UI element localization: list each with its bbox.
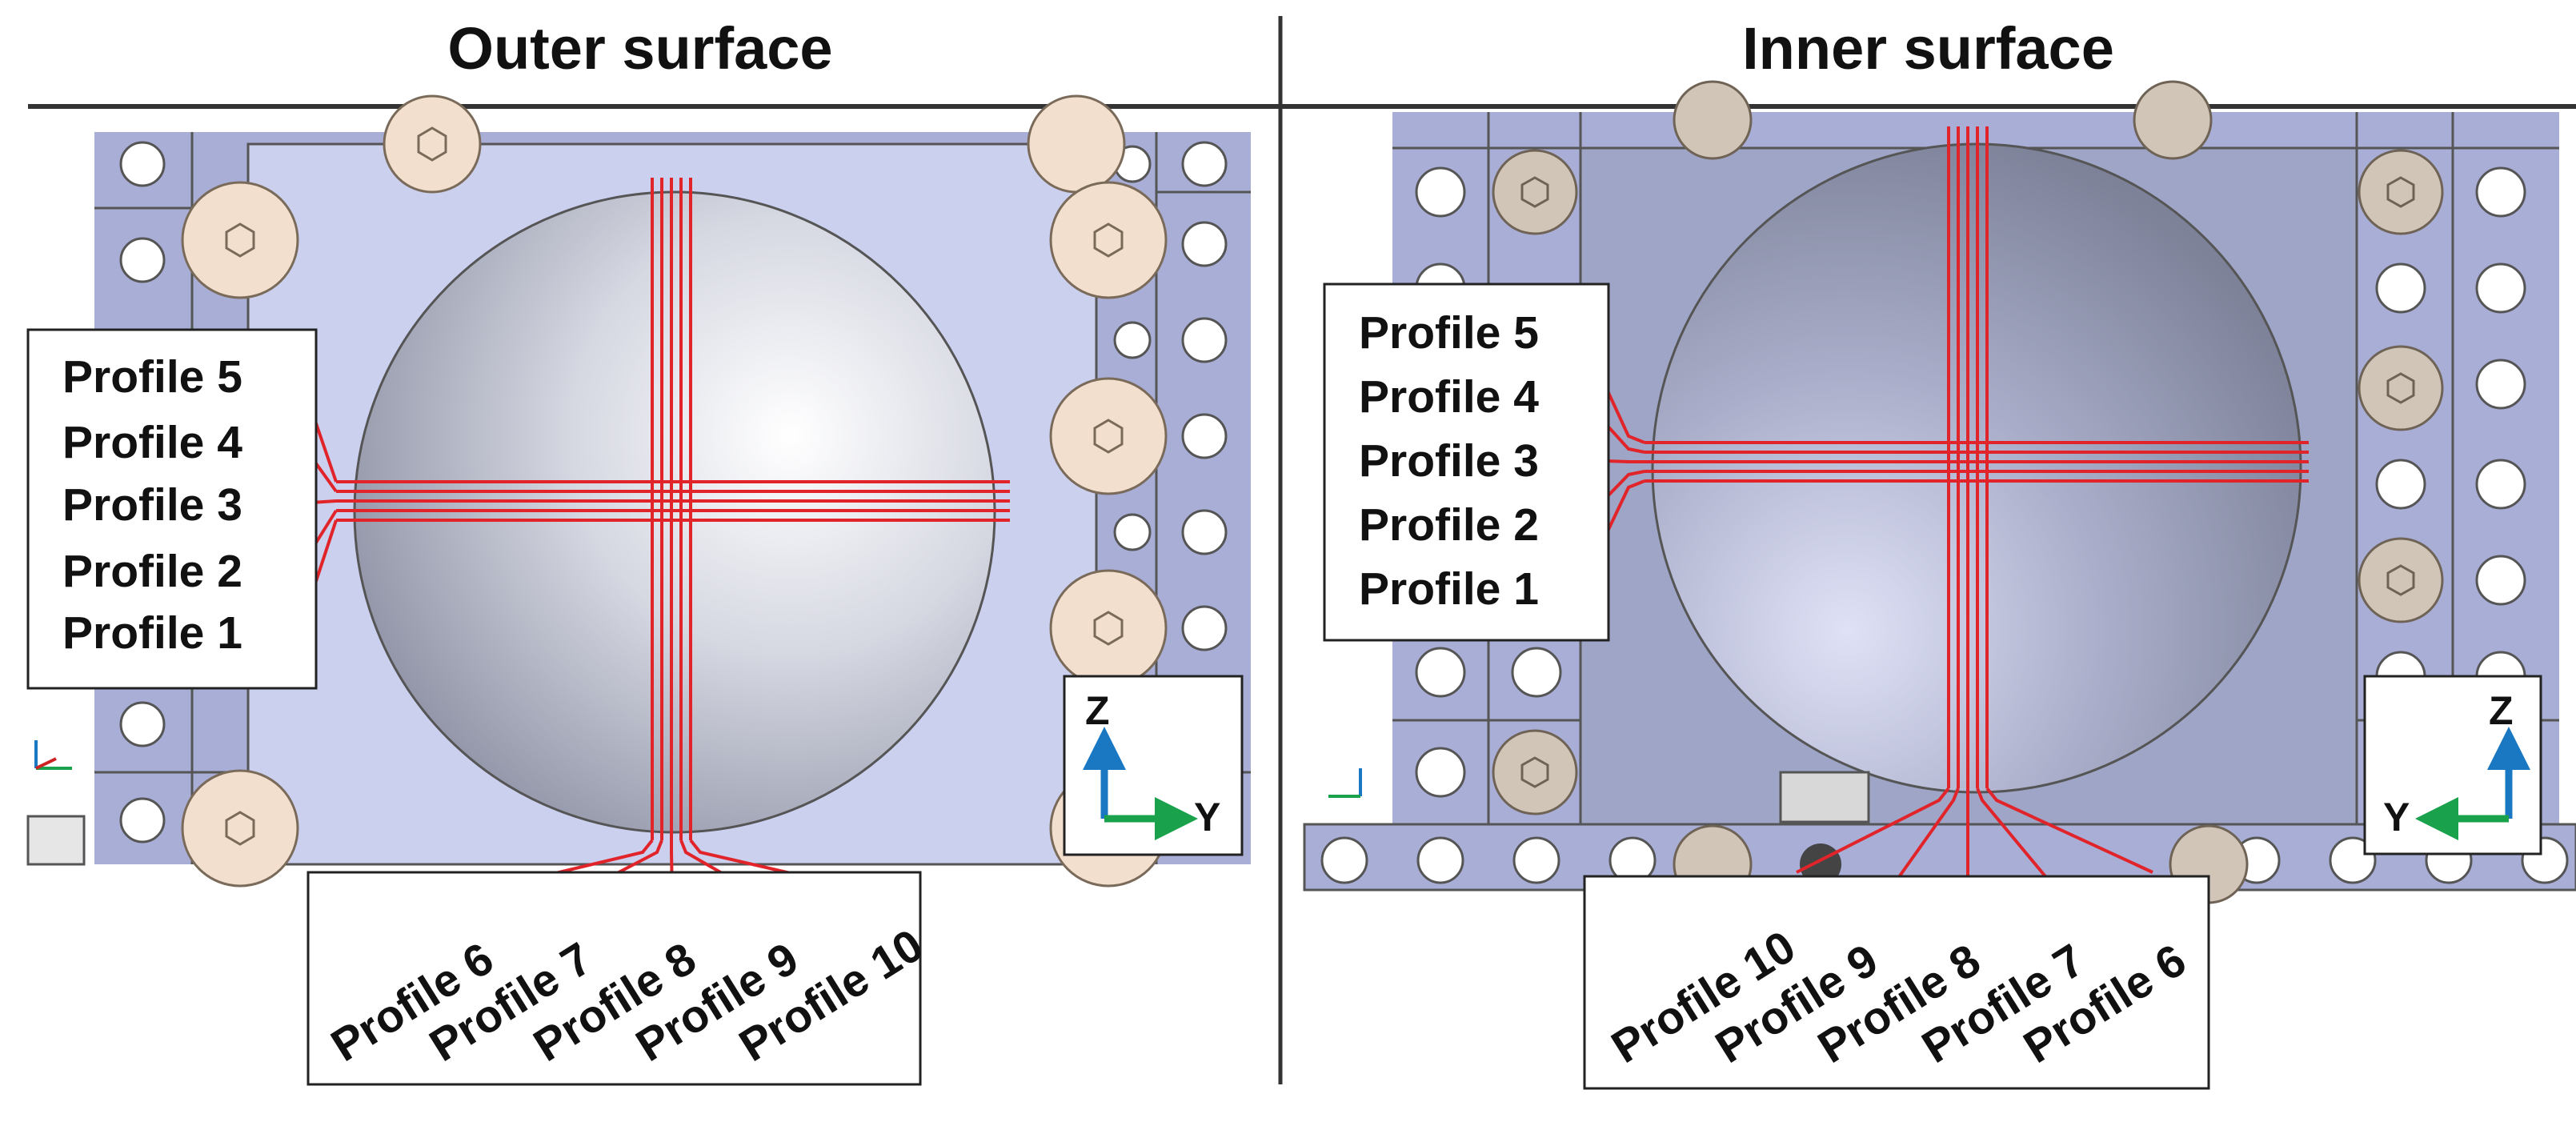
inner-vertical-label-box <box>1583 875 2210 1090</box>
nut-icon <box>1492 149 1578 235</box>
nut-icon <box>1492 729 1578 815</box>
inner-horizontal-profile-label: Profile 5 <box>1359 307 1539 359</box>
inner-bolts <box>1492 80 2444 904</box>
inner-horizontal-profile-label: Profile 3 <box>1359 435 1539 487</box>
nut-icon <box>1673 80 1753 160</box>
bolt-icon <box>181 181 299 299</box>
bolt-icon <box>1027 94 1126 194</box>
nut-icon <box>2133 80 2213 160</box>
nut-icon <box>2358 537 2444 623</box>
outer-vertical-label-box <box>306 871 922 1086</box>
outer-y-label: Y <box>1194 795 1220 839</box>
outer-horizontal-profile-label: Profile 2 <box>62 546 242 597</box>
outer-z-label: Z <box>1085 688 1110 733</box>
outer-horizontal-profile-label: Profile 5 <box>62 351 242 403</box>
bolt-icon <box>1049 569 1168 687</box>
outer-horizontal-label-box <box>26 328 318 690</box>
inner-vertical-leader <box>1796 787 1950 874</box>
bolt-icon <box>1049 181 1168 299</box>
inner-vertical-leader <box>1985 787 2153 874</box>
outer-mini-axis-icon <box>34 740 72 770</box>
inner-horizontal-profile-label: Profile 2 <box>1359 499 1539 551</box>
inner-horizontal-profile-label: Profile 4 <box>1359 371 1539 423</box>
inner-hex-nut <box>1779 771 1870 823</box>
bolt-icon <box>181 769 299 888</box>
nut-icon <box>2358 345 2444 431</box>
outer-horizontal-profile-label: Profile 3 <box>62 479 242 531</box>
outer-surface-title: Outer surface <box>447 15 833 82</box>
inner-y-label: Y <box>2383 795 2410 839</box>
outer-horizontal-profile-label: Profile 1 <box>62 607 242 659</box>
outer-nut-fragment <box>26 815 86 866</box>
inner-surface-title: Inner surface <box>1742 15 2114 82</box>
inner-vertical-leader <box>1976 787 2050 882</box>
nut-icon <box>2358 149 2444 235</box>
inner-mini-axis-icon <box>1328 768 1362 798</box>
inner-horizontal-profile-label: Profile 1 <box>1359 563 1539 615</box>
inner-horizontal-labels: Profile 5 Profile 4 Profile 3 Profile 2 Prof… <box>1359 307 1539 615</box>
bolt-icon <box>1049 377 1168 495</box>
inner-nut-hex <box>1520 176 2415 788</box>
inner-profile-lines <box>1579 126 2309 896</box>
bolt-icon <box>383 94 482 194</box>
inner-z-label: Z <box>2489 688 2514 733</box>
outer-horizontal-profile-label: Profile 4 <box>62 417 242 468</box>
inner-horizontal-label-box <box>1323 283 1610 642</box>
outer-horizontal-labels: Profile 5 Profile 4 Profile 3 Profile 2 Prof… <box>62 351 242 659</box>
inner-vertical-leader <box>1895 787 1960 882</box>
outer-bolt-hex-heads <box>225 126 1124 846</box>
